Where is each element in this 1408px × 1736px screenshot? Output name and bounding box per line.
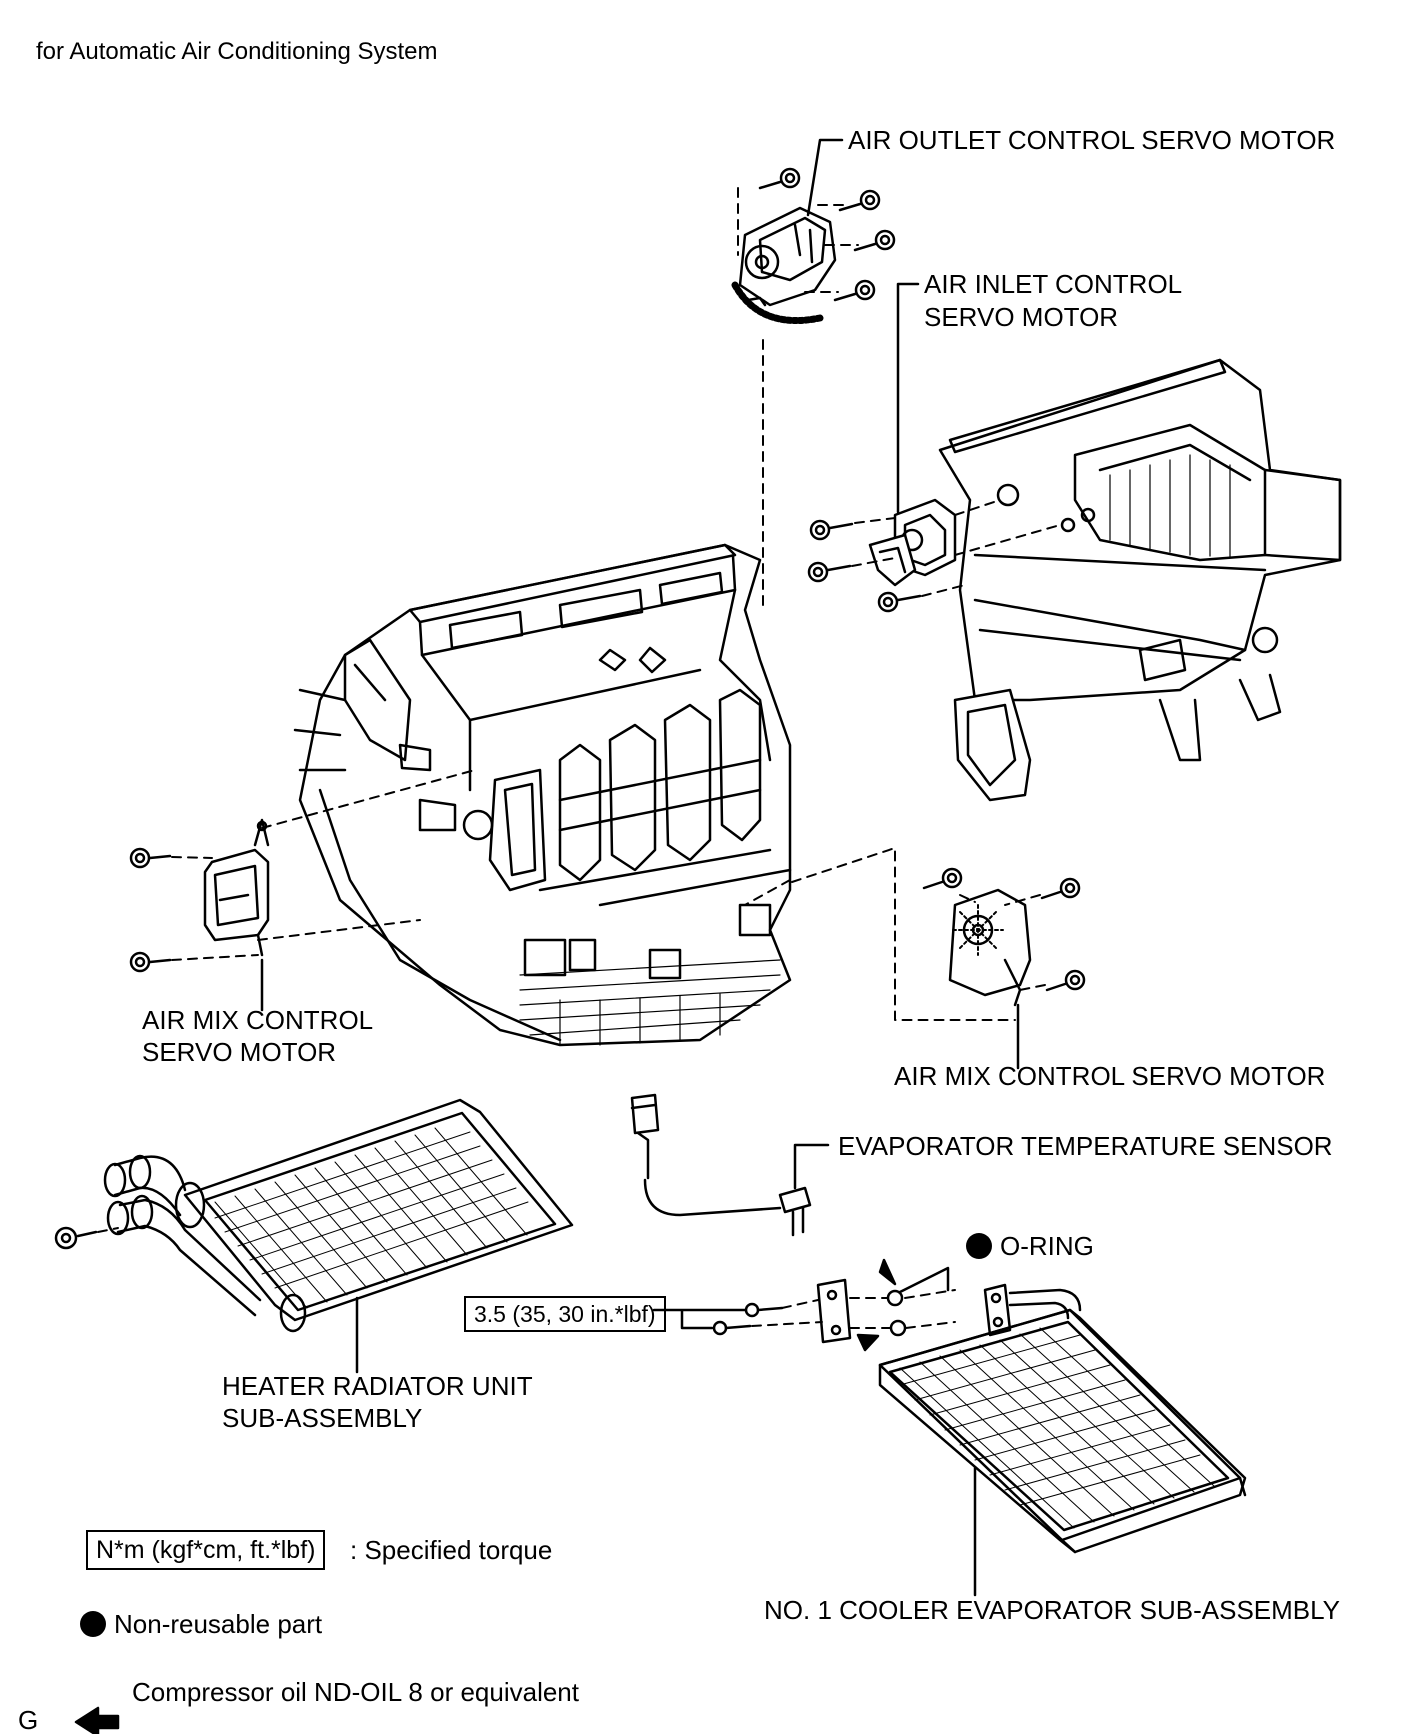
valve-bolts: [712, 1302, 784, 1336]
legend-non-reusable-text: Non-reusable part: [114, 1609, 323, 1639]
legend-non-reusable: Non-reusable part: [80, 1608, 322, 1640]
diagram-subtitle: for Automatic Air Conditioning System: [36, 38, 438, 65]
outlet-motor-dashed-lines: [737, 187, 859, 611]
label-heater-radiator-line2: SUB-ASSEMBLY: [222, 1403, 423, 1433]
expansion-valve-part: [816, 1278, 852, 1344]
air-mix-servo-motor-right-part: [948, 888, 1032, 1007]
label-air-outlet-servo-motor: AIR OUTLET CONTROL SERVO MOTOR: [848, 125, 1336, 155]
air-inlet-servo-motor-part: [868, 498, 957, 587]
heater-radiator-screw: [54, 1226, 98, 1250]
inlet-motor-screws: [807, 519, 922, 613]
label-heater-radiator-line1: HEATER RADIATOR UNIT: [222, 1371, 533, 1401]
label-air-mix-servo-right: AIR MIX CONTROL SERVO MOTOR: [894, 1061, 1326, 1091]
legend-compressor-oil: Compressor oil ND-OIL 8 or equivalent: [132, 1677, 579, 1707]
valve-dashed-lines: [751, 1289, 956, 1329]
outlet-motor-leader: [806, 138, 844, 217]
heater-radiator-dashed-lines: [97, 1227, 119, 1233]
non-reusable-dot-icon: [966, 1233, 992, 1259]
cooler-evaporator-part: [878, 1283, 1247, 1554]
blower-unit-part: [938, 358, 1342, 802]
torque-spec-box: 3.5 (35, 30 in.*lbf): [464, 1296, 666, 1332]
label-air-mix-servo-left-line1: AIR MIX CONTROL: [142, 1005, 374, 1035]
compressor-oil-arrows: [856, 1258, 897, 1352]
label-o-ring: O-RING: [966, 1230, 1094, 1262]
label-evaporator-temperature-sensor: EVAPORATOR TEMPERATURE SENSOR: [838, 1131, 1333, 1161]
label-air-inlet-servo-motor-line1: AIR INLET CONTROL: [924, 269, 1183, 299]
air-mix-servo-motor-left-part: [203, 818, 270, 957]
inlet-motor-leader: [896, 282, 920, 514]
legend-torque-box: N*m (kgf*cm, ft.*lbf): [86, 1530, 326, 1570]
right-servo-screws: [922, 867, 1086, 992]
legend-arrow-icon: [74, 1706, 120, 1734]
left-servo-dashed-lines: [171, 856, 259, 961]
air-outlet-servo-motor-part: [731, 206, 837, 324]
legend-dot-icon: [80, 1611, 106, 1637]
left-servo-screws: [129, 847, 172, 973]
label-cooler-evaporator: NO. 1 COOLER EVAPORATOR SUB-ASSEMBLY: [764, 1595, 1340, 1625]
right-servo-dashed-lines: [791, 847, 1046, 1021]
legend-torque-description: : Specified torque: [350, 1535, 553, 1565]
label-air-mix-servo-left-line2: SERVO MOTOR: [142, 1037, 337, 1067]
evaporator-sensor-leader: [793, 1143, 830, 1190]
inlet-motor-dashed-lines: [851, 499, 1061, 597]
evaporator-temperature-sensor-part: [630, 1093, 812, 1237]
torque-leader: [652, 1308, 747, 1330]
air-conditioning-case-part: [293, 543, 792, 1047]
figure-code: G: [18, 1705, 39, 1735]
case-dashed-lines: [257, 769, 791, 941]
o-ring-text: O-RING: [1000, 1231, 1094, 1261]
outlet-motor-screws: [758, 167, 896, 302]
label-air-inlet-servo-motor-line2: SERVO MOTOR: [924, 302, 1119, 332]
heater-radiator-part: [103, 1098, 574, 1333]
